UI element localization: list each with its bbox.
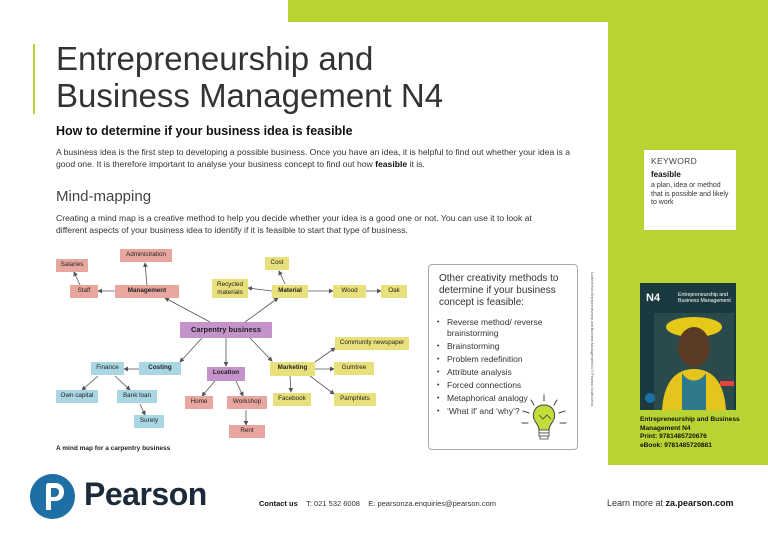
book-cover-tag xyxy=(720,381,734,386)
node-rent: Rent xyxy=(229,425,265,438)
email-link[interactable]: pearsonza.enquiries@pearson.com xyxy=(377,499,496,508)
node-workshop: Workshop xyxy=(227,396,267,409)
book-info: Entrepreneurship and Business Management… xyxy=(640,416,760,450)
node-administration: Administration xyxy=(120,249,172,262)
book-cover-photo xyxy=(654,313,734,410)
phone-label: T: xyxy=(306,499,312,508)
ebook-isbn: 9781485720881 xyxy=(664,441,712,449)
pearson-wordmark: Pearson xyxy=(84,476,207,512)
book-title: Entrepreneurship and Business Management… xyxy=(640,416,740,432)
node-finance: Finance xyxy=(91,362,124,375)
creativity-box-title: Other creativity methods to determine if… xyxy=(439,273,559,308)
content-credit: Content from Entrepreneurship and Busine… xyxy=(588,272,596,452)
contact-label: Contact us xyxy=(259,499,298,508)
list-item: Forced connections xyxy=(437,380,547,391)
list-item: Brainstorming xyxy=(437,341,547,352)
book-cover[interactable]: N4 Entrepreneurship and Business Managem… xyxy=(640,283,736,410)
keyword-card: KEYWORD feasible a plan, idea or method … xyxy=(644,150,736,230)
node-location: Location xyxy=(207,367,245,381)
intro-text-2: it is. xyxy=(407,159,425,169)
mindmapping-paragraph: Creating a mind map is a creative method… xyxy=(56,213,532,235)
node-material: Material xyxy=(272,285,308,298)
node-marketing: Marketing xyxy=(270,362,315,376)
intro-text-1: A business idea is the first step to dev… xyxy=(56,147,571,169)
lightbulb-icon xyxy=(521,394,567,440)
keyword-definition: a plan, idea or method that is possible … xyxy=(651,182,729,206)
node-oak: Oak xyxy=(381,285,407,298)
keyword-term: feasible xyxy=(651,170,681,179)
node-carpentry-business: Carpentry business xyxy=(180,322,272,338)
print-isbn: 9781485720676 xyxy=(659,433,707,440)
page-title: Entrepreneurship and Business Management… xyxy=(56,40,443,114)
section-heading: How to determine if your business idea i… xyxy=(56,124,353,138)
book-cover-level: N4 xyxy=(646,292,661,304)
node-cost: Cost xyxy=(265,257,289,270)
node-own-capital: Own capital xyxy=(56,390,98,403)
list-item: Reverse method/ reverse brainstorming xyxy=(437,317,547,339)
node-staff: Staff xyxy=(70,285,98,298)
node-bank-loan: Bank loan xyxy=(117,390,157,403)
list-item: Metaphorical analogy xyxy=(437,393,547,404)
node-community-newspaper: Community newspaper xyxy=(335,337,409,350)
learn-more-link[interactable]: za.pearson.com xyxy=(665,498,734,508)
node-wood: Wood xyxy=(333,285,366,298)
node-home: Home xyxy=(185,396,213,409)
intro-paragraph: A business idea is the first step to dev… xyxy=(56,146,586,170)
contact-info: Contact us T: 021 532 6008 E: pearsonza.… xyxy=(259,499,496,508)
ebook-label: eBook: xyxy=(640,441,663,449)
learn-more-prefix: Learn more at xyxy=(607,498,666,508)
node-surety: Surety xyxy=(134,415,164,428)
node-recycled-materials: Recycled materials xyxy=(212,279,248,298)
intro-bold-term: feasible xyxy=(375,159,408,169)
phone-number[interactable]: 021 532 6008 xyxy=(314,499,360,508)
node-costing: Costing xyxy=(139,362,181,375)
mindmapping-heading: Mind-mapping xyxy=(56,188,152,205)
keyword-label: KEYWORD xyxy=(651,156,698,166)
book-cover-pearson-icon xyxy=(645,393,655,403)
pearson-logo-icon[interactable] xyxy=(30,474,75,519)
title-line-1: Entrepreneurship and xyxy=(56,40,374,77)
print-label: Print: xyxy=(640,433,658,440)
node-pamphlets: Pamphlets xyxy=(334,393,376,406)
content-credit-text: Content from Entrepreneurship and Busine… xyxy=(590,272,594,407)
mind-map-caption: A mind map for a carpentry business xyxy=(56,445,171,452)
node-facebook: Facebook xyxy=(273,393,311,406)
book-cover-title: Entrepreneurship and Business Management xyxy=(678,292,731,304)
learn-more: Learn more at za.pearson.com xyxy=(607,498,734,508)
creativity-methods-box: Other creativity methods to determine if… xyxy=(428,264,578,450)
list-item: ‘What if’ and ‘why’? xyxy=(437,406,547,417)
node-gumtree: Gumtree xyxy=(334,362,374,375)
node-salaries: Salaries xyxy=(56,259,88,272)
creativity-methods-list: Reverse method/ reverse brainstorming Br… xyxy=(437,317,547,419)
list-item: Attribute analysis xyxy=(437,367,547,378)
email-label: E: xyxy=(368,499,376,508)
node-management: Management xyxy=(115,285,179,298)
title-accent-bar xyxy=(33,44,35,114)
list-item: Problem redefinition xyxy=(437,354,547,365)
title-line-2: Business Management N4 xyxy=(56,77,444,114)
